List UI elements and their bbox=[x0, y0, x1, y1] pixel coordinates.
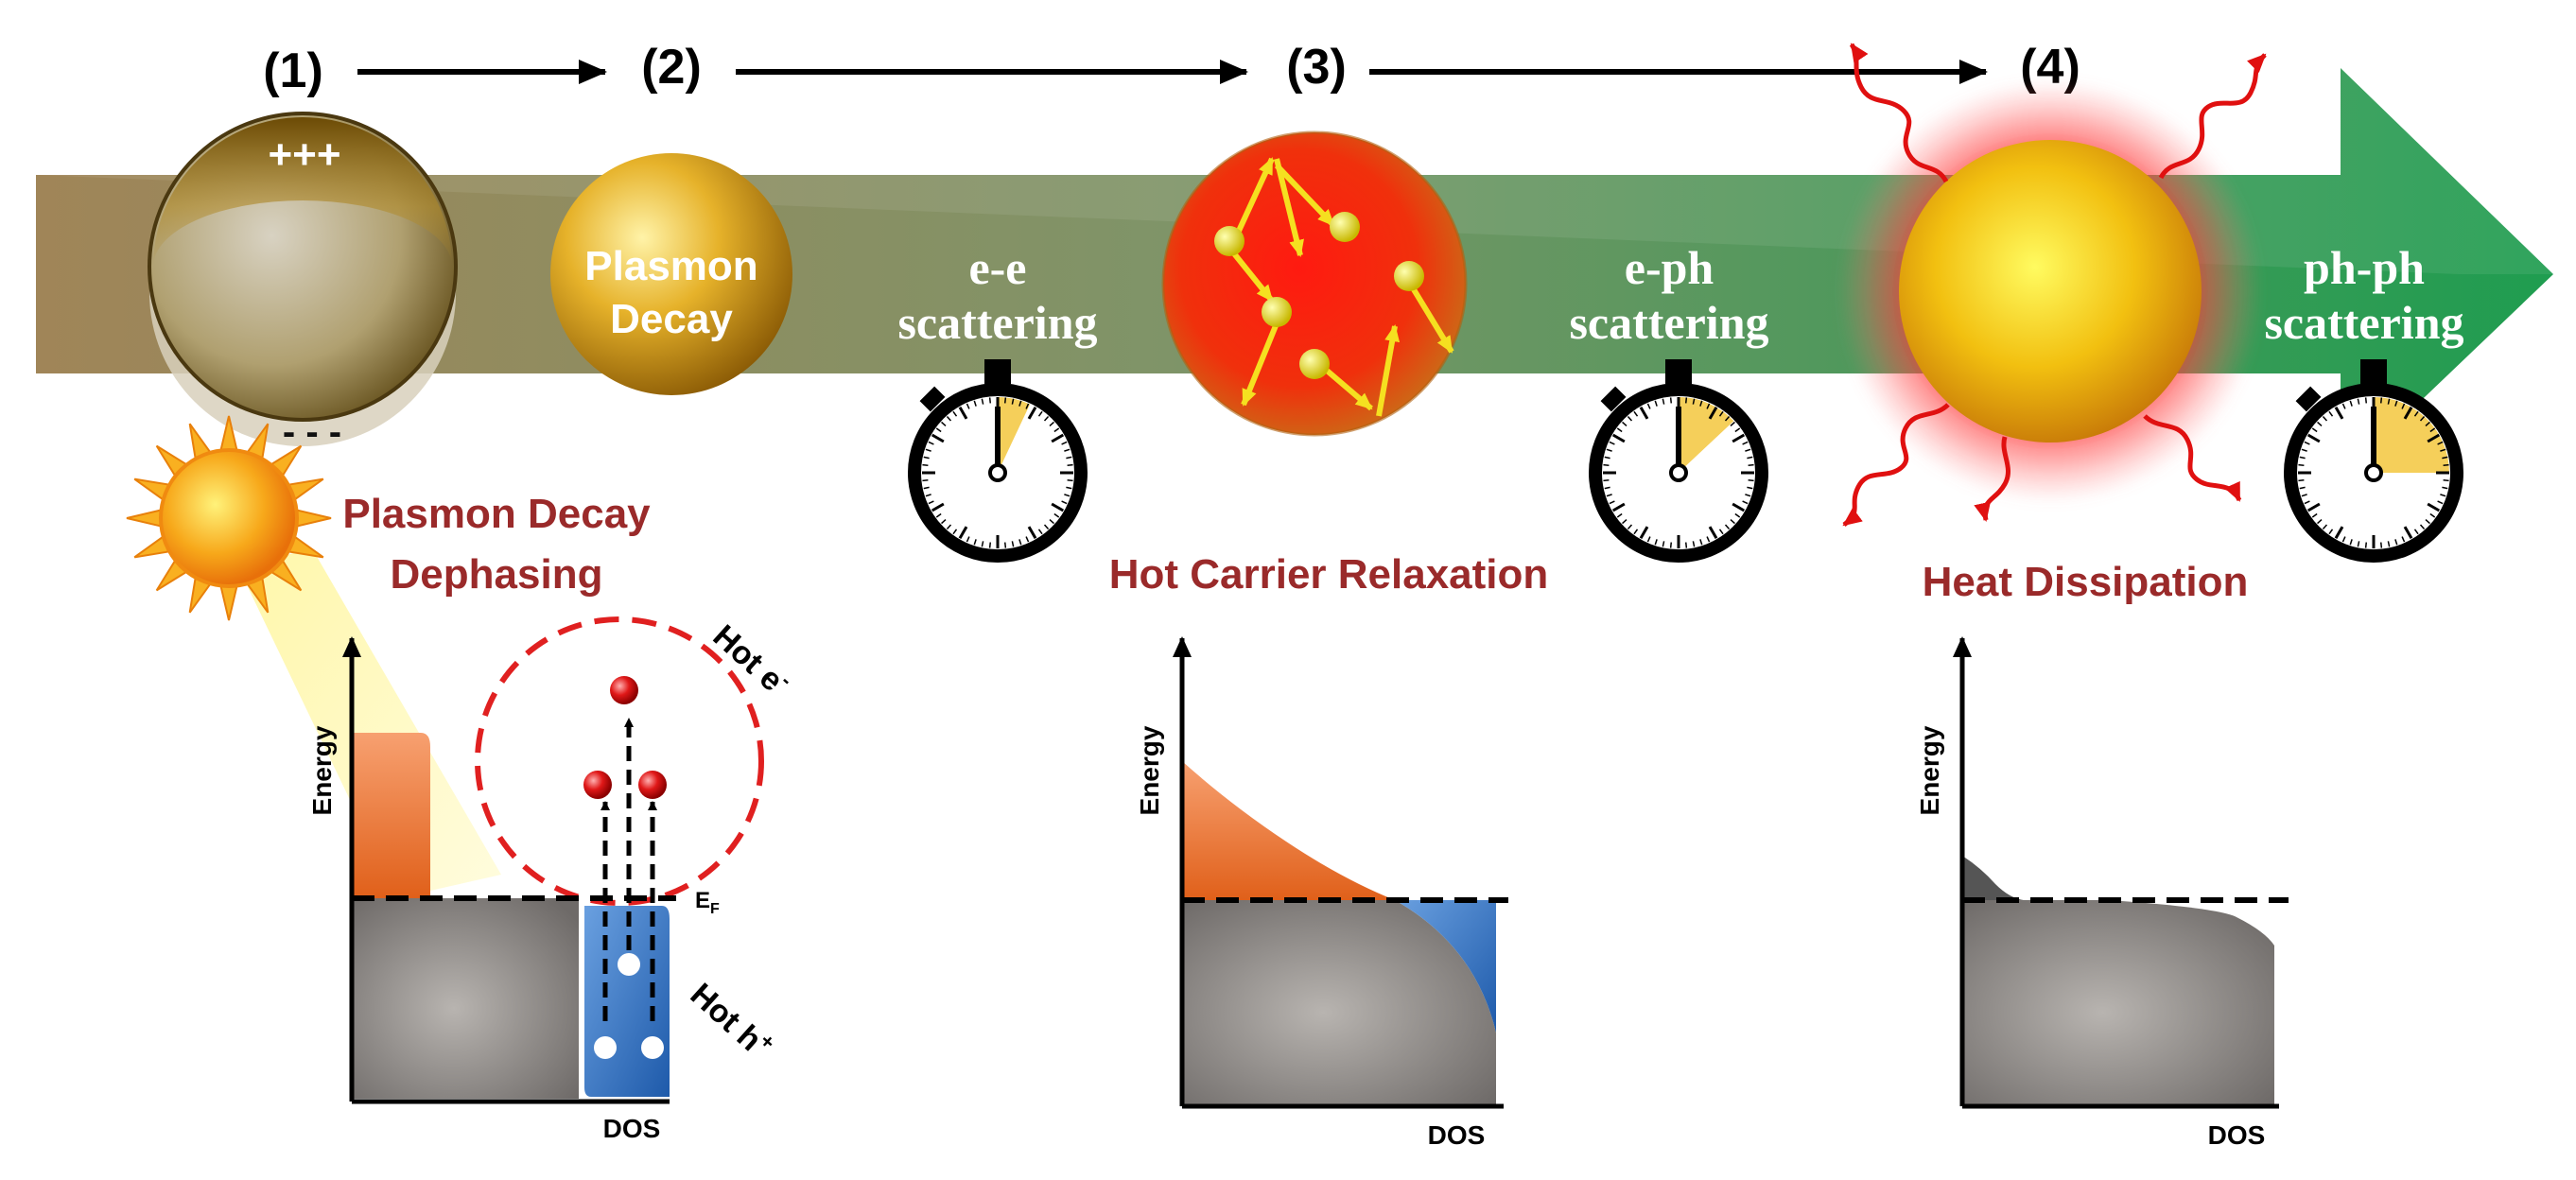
carrier-paths bbox=[1227, 157, 1454, 417]
sphere-plasmon-oscillation: +++ - - - bbox=[148, 112, 458, 453]
timescale-phph-line2: scattering bbox=[2264, 296, 2463, 349]
panel1-hot-electrons-region bbox=[352, 733, 430, 898]
sun-ray bbox=[218, 582, 239, 621]
sphere-hot-carriers bbox=[1161, 130, 1468, 437]
panel2-x-axis-label: DOS bbox=[1428, 1120, 1486, 1150]
timescale-eph-line2: scattering bbox=[1569, 296, 1768, 349]
plasmon-decay-sphere-line1: Plasmon bbox=[584, 243, 757, 289]
panel1-y-axis-label: Energy bbox=[307, 725, 337, 815]
panel3-x-axis-label: DOS bbox=[2208, 1120, 2266, 1150]
panel1-x-axis-label: DOS bbox=[603, 1114, 661, 1143]
carrier-balls bbox=[1214, 212, 1424, 379]
sphere-heat-dissipation bbox=[1837, 43, 2267, 527]
label-dephasing: Dephasing bbox=[391, 551, 603, 598]
step-number-2: (2) bbox=[641, 40, 702, 95]
plasmon-decay-sphere-line2: Decay bbox=[610, 296, 733, 342]
stopwatch-icon bbox=[2284, 359, 2463, 563]
negative-charge-label: - - - bbox=[283, 411, 341, 453]
positive-charge-label: +++ bbox=[268, 131, 340, 178]
stopwatch-icon bbox=[908, 359, 1088, 563]
sphere-plasmon-decay: Plasmon Decay bbox=[550, 153, 792, 395]
label-heat-dissipation: Heat Dissipation bbox=[1923, 559, 2249, 605]
panel2-hot-electrons-region bbox=[1182, 761, 1395, 900]
fermi-level-label: EF bbox=[695, 888, 720, 917]
step-number-1: (1) bbox=[263, 43, 323, 98]
label-hot-carrier-relaxation: Hot Carrier Relaxation bbox=[1109, 551, 1549, 598]
dos-panel-1: Energy DOS EF Hot e- Hot h+ bbox=[307, 616, 797, 1143]
stopwatches bbox=[908, 359, 2463, 563]
panel2-y-axis-label: Energy bbox=[1135, 725, 1164, 815]
hot-electron-region-circle bbox=[475, 616, 764, 906]
dos-panel-3: Energy DOS bbox=[1915, 636, 2289, 1150]
hot-holes bbox=[594, 953, 664, 1059]
stopwatch-elapsed bbox=[2374, 397, 2449, 473]
dos-panel-2: Energy DOS bbox=[1135, 636, 1508, 1150]
sun-ray bbox=[126, 508, 165, 529]
hot-hole-label: Hot h+ bbox=[684, 974, 780, 1067]
label-plasmon-decay: Plasmon Decay bbox=[342, 491, 651, 537]
panel1-occupied-states bbox=[352, 898, 579, 1099]
timescale-ee-line1: e-e bbox=[968, 241, 1026, 294]
step-number-3: (3) bbox=[1286, 40, 1347, 95]
heat-photon-wavy-arrows bbox=[1842, 43, 2267, 527]
sun-ray bbox=[293, 508, 332, 529]
panel1-hot-holes-region bbox=[584, 906, 670, 1097]
stopwatch-icon bbox=[1589, 359, 1768, 563]
timescale-eph-line1: e-ph bbox=[1625, 241, 1714, 294]
timescale-ee-line2: scattering bbox=[897, 296, 1097, 349]
timescale-phph-line1: ph-ph bbox=[2304, 241, 2425, 294]
sun-icon bbox=[126, 415, 501, 898]
stopwatch-elapsed bbox=[998, 396, 1031, 473]
panel2-occupied-states bbox=[1182, 900, 1496, 1104]
panel2-hot-holes-region bbox=[1395, 900, 1496, 1032]
excitation-arrows bbox=[600, 718, 657, 1021]
panel3-y-axis-label: Energy bbox=[1915, 725, 1944, 815]
panel3-occupied-states bbox=[1962, 900, 2274, 1104]
light-beam bbox=[238, 548, 501, 898]
hot-electrons bbox=[583, 676, 667, 799]
panel3-hot-electrons-region bbox=[1962, 856, 2024, 900]
